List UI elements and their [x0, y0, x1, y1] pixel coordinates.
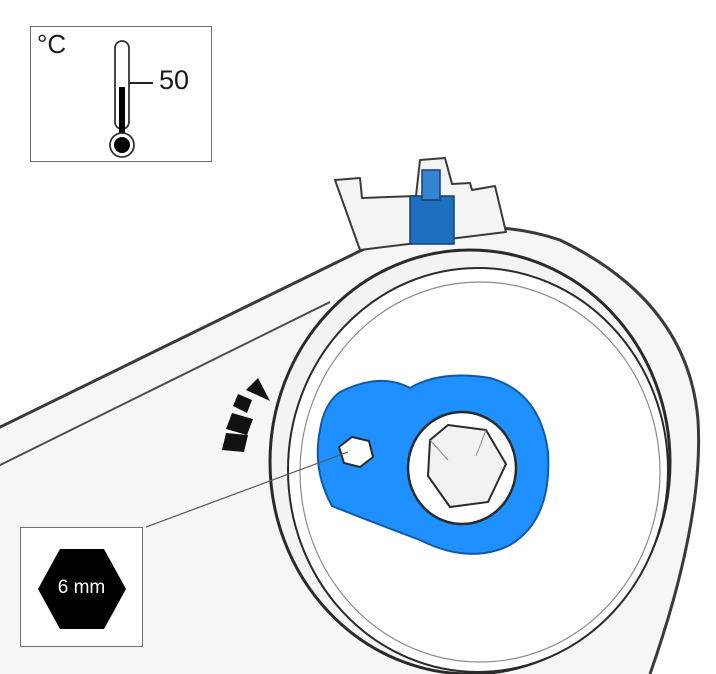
temperature-callout: °C 50: [30, 26, 212, 162]
bracket-blue-pin: [421, 169, 441, 201]
thermometer-icon: [109, 40, 153, 158]
hex-socket: [337, 435, 375, 469]
belt-inner-edge: [0, 301, 331, 467]
hex-key-icon: [38, 549, 126, 629]
temperature-value: 50: [159, 65, 190, 95]
bolt-head: [426, 423, 508, 509]
leader-line: [145, 451, 349, 528]
temperature-unit: °C: [37, 29, 67, 59]
tool-size-label: 6 mm: [57, 577, 106, 598]
tool-callout: 6 mm: [20, 527, 143, 647]
rotation-arrow-icon: [222, 378, 270, 452]
pulley-inner-ring: [299, 281, 661, 663]
bracket-blue-block: [409, 195, 455, 245]
